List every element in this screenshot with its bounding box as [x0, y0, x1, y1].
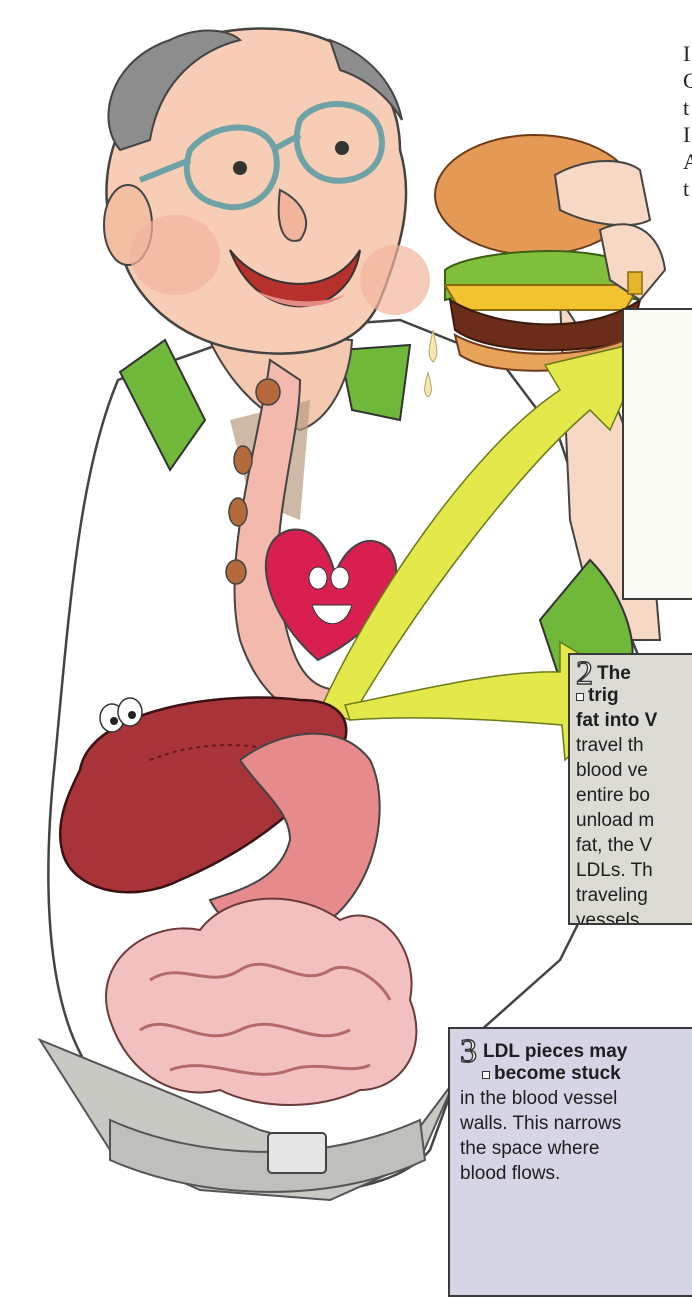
top-text-line: A	[683, 148, 692, 175]
bullet-icon	[576, 693, 584, 701]
top-text-line: I	[683, 40, 692, 67]
callout-2-line: blood ve	[576, 758, 692, 783]
callout-3-heading-2: become stuck	[494, 1063, 621, 1084]
callout-2-line: traveling	[576, 883, 692, 908]
top-text-line: I	[683, 121, 692, 148]
callout-2-line: LDLs. Th	[576, 858, 692, 883]
top-text-line: t	[683, 175, 692, 202]
callout-3-line: walls. This narrows	[460, 1111, 692, 1136]
bullet-icon	[482, 1071, 490, 1079]
callout-2: 2 The trig fat into V travel th blood ve…	[568, 653, 692, 925]
callout-3-line: blood flows.	[460, 1161, 692, 1186]
callout-1	[622, 308, 692, 600]
callout-2-line: entire bo	[576, 783, 692, 808]
callout-3-line: in the blood vessel	[460, 1086, 692, 1111]
step-number-3: 3	[460, 1039, 477, 1065]
callout-2-line: fat, the V	[576, 833, 692, 858]
top-text-line: C	[683, 67, 692, 94]
callout-3-line: the space where	[460, 1136, 692, 1161]
callout-2-heading-2: trig	[588, 685, 619, 706]
callout-2-line: vessels.	[576, 908, 692, 925]
callout-2-line: unload m	[576, 808, 692, 833]
top-text-line: t	[683, 94, 692, 121]
top-text-fragment: I C t I A t	[683, 40, 692, 202]
callout-2-line: travel th	[576, 733, 692, 758]
callout-3: 3 LDL pieces may become stuck in the blo…	[448, 1027, 692, 1297]
callout-2-bold-line: fat into V	[576, 708, 692, 733]
